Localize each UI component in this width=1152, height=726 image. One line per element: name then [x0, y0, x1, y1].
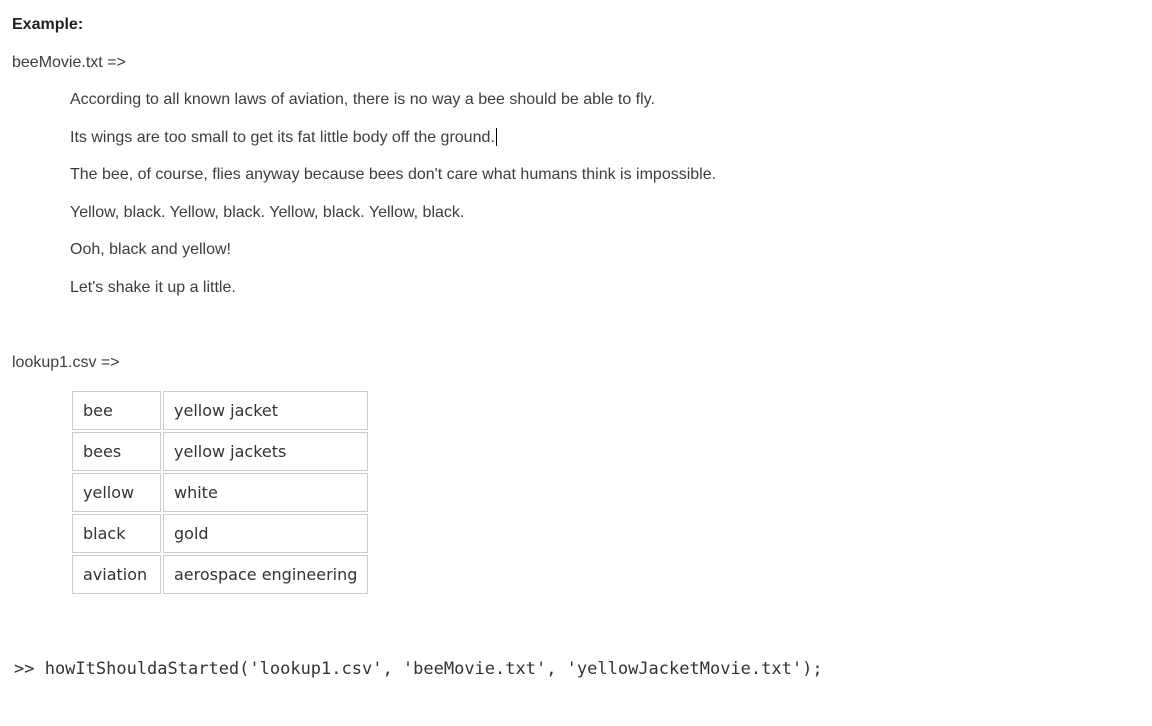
example-heading: Example:	[12, 16, 84, 33]
lookup-key-cell: bee	[72, 391, 161, 430]
bee-movie-file-label: beeMovie.txt =>	[12, 53, 126, 71]
text-cursor	[495, 127, 497, 146]
console-invocation: >> howItShouldaStarted('lookup1.csv', 'b…	[14, 659, 823, 679]
bee-movie-line-text: The bee, of course, flies anyway because…	[70, 166, 717, 183]
bee-movie-line-text: Yellow, black. Yellow, black. Yellow, bl…	[70, 203, 465, 221]
bee-movie-line-text: According to all known laws of aviation,…	[70, 91, 655, 108]
bee-movie-line: Let's shake it up a little.	[70, 277, 1132, 298]
lookup-key-cell: black	[72, 514, 161, 553]
lookup-value-cell: white	[163, 473, 369, 512]
bee-movie-line-text: Ooh, black and yellow!	[70, 241, 231, 258]
bee-movie-line: Yellow, black. Yellow, black. Yellow, bl…	[70, 202, 1132, 223]
bee-movie-line: Ooh, black and yellow!	[70, 239, 1132, 260]
bee-movie-content: According to all known laws of aviation,…	[12, 89, 1132, 298]
bee-movie-line: Its wings are too small to get its fat l…	[70, 127, 1132, 148]
document-page: Example: beeMovie.txt => According to al…	[12, 16, 1132, 679]
lookup-value-cell: yellow jacket	[163, 391, 369, 430]
bee-movie-line-text: Its wings are too small to get its fat l…	[70, 128, 495, 146]
lookup-key-cell: yellow	[72, 473, 161, 512]
bee-movie-line-text: Let's shake it up a little.	[70, 278, 236, 296]
lookup-key-cell: aviation	[72, 555, 161, 594]
lookup-value-cell: gold	[163, 514, 369, 553]
bee-movie-line: According to all known laws of aviation,…	[70, 89, 1132, 110]
lookup-file-label: lookup1.csv =>	[12, 353, 120, 371]
lookup-value-cell: aerospace engineering	[163, 555, 369, 594]
lookup-key-cell: bees	[72, 432, 161, 471]
lookup-value-cell: yellow jackets	[163, 432, 369, 471]
bee-movie-line: The bee, of course, flies anyway because…	[70, 164, 1132, 185]
